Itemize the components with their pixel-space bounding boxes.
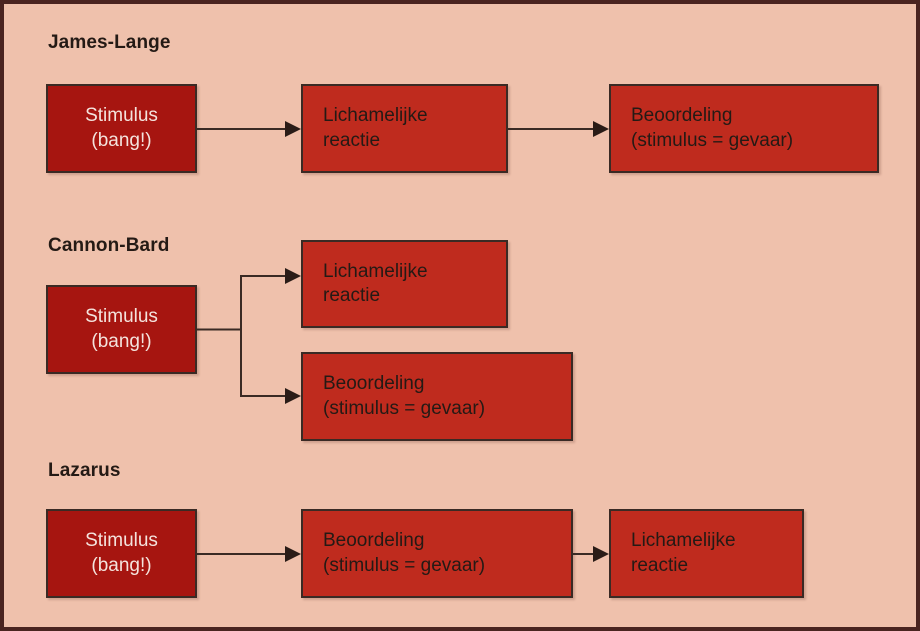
node-line-1: Lichamelijke — [323, 105, 428, 127]
node-line-1: Lichamelijke — [323, 260, 428, 282]
arrow-lazarus-appraisal-to-bodily — [573, 541, 611, 567]
arrow-lazarus-stimulus-to-appraisal — [197, 541, 303, 567]
node-james-lange-appraisal: Beoordeling (stimulus = gevaar) — [609, 84, 879, 173]
arrow-james-lange-stimulus-to-bodily — [197, 116, 303, 142]
node-cannon-bard-appraisal: Beoordeling (stimulus = gevaar) — [301, 352, 573, 441]
node-line-1: Beoordeling — [323, 530, 425, 552]
node-line-1: Beoordeling — [631, 105, 733, 127]
node-james-lange-stimulus: Stimulus (bang!) — [46, 84, 197, 173]
node-line-2: reactie — [631, 554, 689, 576]
section-title-cannon-bard: Cannon-Bard — [48, 235, 170, 256]
node-line-2: reactie — [323, 129, 381, 151]
node-line-1: Stimulus — [85, 105, 158, 127]
node-line-1: Stimulus — [85, 306, 158, 328]
node-line-2: (stimulus = gevaar) — [323, 554, 486, 576]
section-title-lazarus: Lazarus — [48, 460, 121, 481]
node-line-2: (stimulus = gevaar) — [631, 129, 794, 151]
node-line-2: (bang!) — [91, 129, 152, 151]
arrow-james-lange-bodily-to-appraisal — [508, 116, 611, 142]
node-lazarus-bodily-reaction: Lichamelijke reactie — [609, 509, 804, 598]
node-line-1: Stimulus — [85, 530, 158, 552]
node-line-2: (bang!) — [91, 330, 152, 352]
node-lazarus-appraisal: Beoordeling (stimulus = gevaar) — [301, 509, 573, 598]
node-james-lange-bodily-reaction: Lichamelijke reactie — [301, 84, 508, 173]
section-title-james-lange: James-Lange — [48, 32, 171, 53]
node-line-1: Beoordeling — [323, 373, 425, 395]
node-line-2: (stimulus = gevaar) — [323, 397, 486, 419]
node-line-2: (bang!) — [91, 554, 152, 576]
node-cannon-bard-bodily-reaction: Lichamelijke reactie — [301, 240, 508, 328]
node-cannon-bard-stimulus: Stimulus (bang!) — [46, 285, 197, 374]
arrow-cannon-bard-split — [197, 266, 303, 416]
node-lazarus-stimulus: Stimulus (bang!) — [46, 509, 197, 598]
node-line-2: reactie — [323, 285, 381, 306]
node-line-1: Lichamelijke — [631, 530, 736, 552]
